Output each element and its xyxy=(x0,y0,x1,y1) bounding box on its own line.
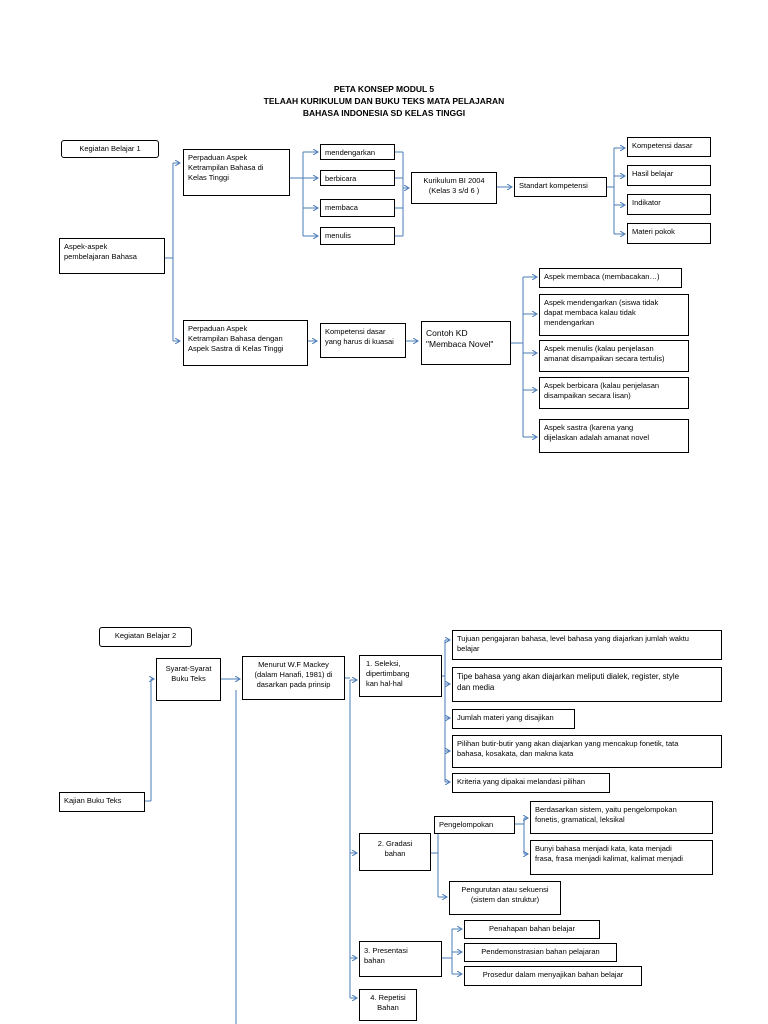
aspek-mendengarkan: Aspek mendengarkan (siswa tidak dapat me… xyxy=(539,294,689,336)
seleksi-item-pilihan-butir: Pilihan butir-butir yang akan diajarkan … xyxy=(452,735,722,768)
materi-pokok-item: Materi pokok xyxy=(627,223,711,244)
kurikulum-bi-2004: Kurikulum BI 2004 (Kelas 3 s/d 6 ) xyxy=(411,172,497,204)
aspek-sastra: Aspek sastra (karena yang dijelaskan ada… xyxy=(539,419,689,453)
skill-menulis: menulis xyxy=(320,227,395,245)
standart-kompetensi: Standart kompetensi xyxy=(514,177,607,197)
pengelompokan-item-sistem: Berdasarkan sistem, yaitu pengelompokan … xyxy=(530,801,713,834)
seleksi-box: 1. Seleksi, dipertimbang kan hal-hal xyxy=(359,655,442,697)
repetisi-bahan: 4. Repetisi Bahan xyxy=(359,989,417,1021)
gradasi-bahan: 2. Gradasi bahan xyxy=(359,833,431,871)
perpaduan-aspek-kelas-tinggi: Perpaduan Aspek Ketrampilan Bahasa di Ke… xyxy=(183,149,290,196)
perpaduan-aspek-sastra: Perpaduan Aspek Ketrampilan Bahasa denga… xyxy=(183,320,308,366)
title-line-1: PETA KONSEP MODUL 5 xyxy=(333,84,435,94)
kompetensi-dasar-dikuasai: Kompetensi dasar yang harus di kuasai xyxy=(320,323,406,358)
hasil-belajar-item: Hasil belajar xyxy=(627,165,711,186)
kegiatan-belajar-1-label: Kegiatan Belajar 1 xyxy=(61,140,159,158)
seleksi-item-kriteria: Kriteria yang dipakai melandasi pilihan xyxy=(452,773,610,793)
aspek-berbicara: Aspek berbicara (kalau penjelasan disamp… xyxy=(539,377,689,409)
seleksi-item-tipe-bahasa: Tipe bahasa yang akan diajarkan meliputi… xyxy=(452,667,722,702)
kompetensi-dasar-item: Kompetensi dasar xyxy=(627,137,711,157)
seleksi-item-tujuan: Tujuan pengajaran bahasa, level bahasa y… xyxy=(452,630,722,660)
skill-mendengarkan: mendengarkan xyxy=(320,144,395,160)
pengelompokan-item-bunyi: Bunyi bahasa menjadi kata, kata menjadi … xyxy=(530,840,713,875)
seleksi-item-jumlah-materi: Jumlah materi yang disajikan xyxy=(452,709,575,729)
aspek-menulis: Aspek menulis (kalau penjelasan amanat d… xyxy=(539,340,689,372)
contoh-kd-membaca-novel: Contoh KD "Membaca Novel" xyxy=(421,321,511,365)
kajian-buku-teks-root: Kajian Buku Teks xyxy=(59,792,145,812)
syarat-buku-teks: Syarat-Syarat Buku Teks xyxy=(156,658,221,701)
pengurutan-sekuensi: Pengurutan atau sekuensi (sistem dan str… xyxy=(449,881,561,915)
pengelompokan: Pengelompokan xyxy=(434,816,515,834)
title-line-3: BAHASA INDONESIA SD KELAS TINGGI xyxy=(302,108,466,118)
indikator-item: Indikator xyxy=(627,194,711,215)
skill-berbicara: berbicara xyxy=(320,170,395,186)
title-line-2: TELAAH KURIKULUM DAN BUKU TEKS MATA PELA… xyxy=(263,96,505,106)
aspek-membaca: Aspek membaca (membacakan…) xyxy=(539,268,682,288)
presentasi-item-penahapan: Penahapan bahan belajar xyxy=(464,920,600,939)
presentasi-bahan: 3. Presentasi bahan xyxy=(359,941,442,977)
presentasi-item-pendemonstrasian: Pendemonstrasian bahan pelajaran xyxy=(464,943,617,962)
menurut-mackey: Menurut W.F Mackey (dalam Hanafi, 1981) … xyxy=(242,656,345,700)
aspek-pembelajaran-root: Aspek-aspek pembelajaran Bahasa xyxy=(59,238,165,274)
skill-membaca: membaca xyxy=(320,199,395,217)
presentasi-item-prosedur: Prosedur dalam menyajikan bahan belajar xyxy=(464,966,642,986)
kegiatan-belajar-2-label: Kegiatan Belajar 2 xyxy=(99,627,192,647)
